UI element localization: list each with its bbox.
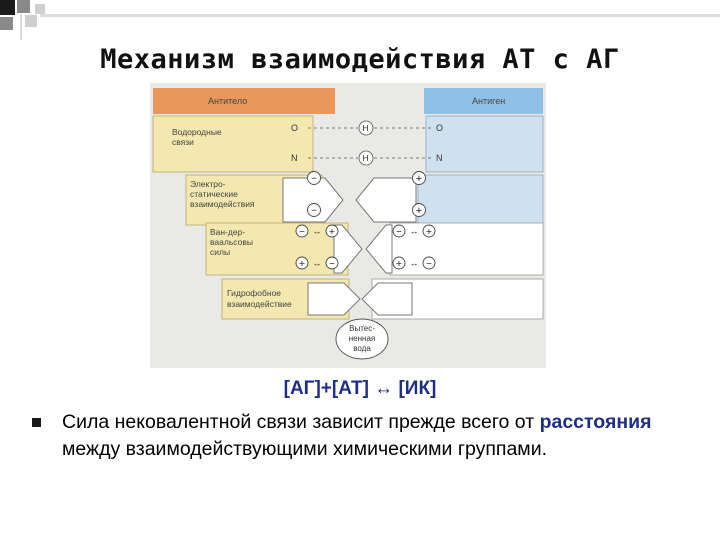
minus-charge [392, 224, 406, 238]
plus-charge [325, 224, 339, 238]
minus-sign: − [396, 227, 402, 238]
plus-sign: + [416, 205, 422, 217]
antibody-arrow [307, 282, 361, 316]
antigen-hydrogen-block [425, 115, 544, 173]
equilibrium-equation: [АГ]+[АТ] ↔ [ИК] [283, 378, 437, 399]
hydrophobic-label-line1: Гидрофобное [227, 288, 281, 298]
dipole-arrow: ↔ [410, 258, 419, 268]
plus-charge [412, 171, 426, 185]
atom-n-right: N [436, 153, 443, 163]
header-rule [40, 14, 720, 17]
antigen-electrostatic-block [417, 174, 544, 226]
hydrogen-atom [358, 150, 374, 166]
corner-square [0, 0, 15, 15]
antigen-label: Антиген [472, 96, 505, 106]
hydrophobic-label-line2: взаимодействие [227, 299, 292, 309]
bullet-text-before: Сила нековалентной связи зависит прежде … [62, 411, 540, 433]
corner-square [35, 4, 45, 14]
bullet-highlight: расстояния [539, 411, 652, 433]
interaction-diagram: Антитело Антиген Водородные связи O N O … [150, 83, 546, 368]
minus-sign: − [329, 259, 335, 270]
hydrogen-label-line1: Водородные [172, 127, 222, 137]
minus-charge [422, 256, 436, 270]
bullet-text-after: между взаимодействующими химическими гру… [62, 438, 548, 460]
bullet-text: Сила нековалентной связи зависит прежде … [62, 409, 702, 463]
minus-charge [325, 256, 339, 270]
water-label-line3: вода [353, 344, 371, 353]
plus-sign: + [299, 258, 305, 270]
antibody-label: Антитело [208, 96, 247, 106]
vdw-label-line1: Ван-дер- [210, 227, 245, 237]
plus-charge [295, 256, 309, 270]
side-rule [20, 14, 22, 40]
atom-o-left: O [291, 123, 298, 133]
vdw-label-line3: силы [210, 247, 230, 257]
minus-sign: − [311, 174, 317, 185]
electrostatic-label-line2: статические [190, 189, 238, 199]
square-bullet-icon [32, 418, 41, 427]
slide-title: Механизм взаимодействия АТ с АГ [100, 44, 620, 75]
minus-charge [307, 171, 321, 185]
minus-sign: − [426, 259, 432, 270]
plus-sign: + [396, 258, 402, 270]
corner-square [17, 0, 30, 13]
dipole-arrow: ↔ [410, 226, 419, 236]
vdw-label-line2: ваальсовы [210, 237, 253, 247]
dipole-arrow: ↔ [313, 226, 322, 236]
atom-o-right: O [436, 123, 443, 133]
minus-charge [295, 224, 309, 238]
water-label-line1: Вытес- [349, 324, 375, 333]
minus-sign: − [311, 206, 317, 217]
plus-charge [412, 203, 426, 217]
electrostatic-label-line1: Электро- [190, 179, 226, 189]
plus-charge [392, 256, 406, 270]
antibody-header [153, 88, 335, 114]
atom-h: H [363, 123, 369, 133]
hydrogen-label-line2: связи [172, 137, 194, 147]
water-label-line2: ненная [349, 334, 375, 343]
electrostatic-label-line3: взаимодействия [190, 199, 255, 209]
minus-sign: − [299, 227, 305, 238]
diagram-svg: Антитело Антиген Водородные связи O N O … [150, 83, 546, 368]
minus-charge [307, 203, 321, 217]
plus-charge [422, 224, 436, 238]
corner-square [0, 17, 13, 30]
displaced-water-bubble [335, 318, 389, 360]
corner-square [25, 15, 37, 27]
antibody-hydrogen-block [152, 115, 314, 173]
antigen-arrow [365, 224, 393, 274]
antigen-vdw-block [389, 222, 544, 276]
plus-sign: + [329, 226, 335, 238]
atom-h: H [363, 153, 369, 163]
dipole-arrow: ↔ [313, 258, 322, 268]
antibody-vdw-block [205, 222, 349, 276]
antigen-arrow [361, 282, 413, 316]
atom-n-left: N [291, 153, 298, 163]
hydrogen-atom [358, 120, 374, 136]
antigen-header [424, 88, 543, 114]
plus-sign: + [416, 173, 422, 185]
plus-sign: + [426, 226, 432, 238]
